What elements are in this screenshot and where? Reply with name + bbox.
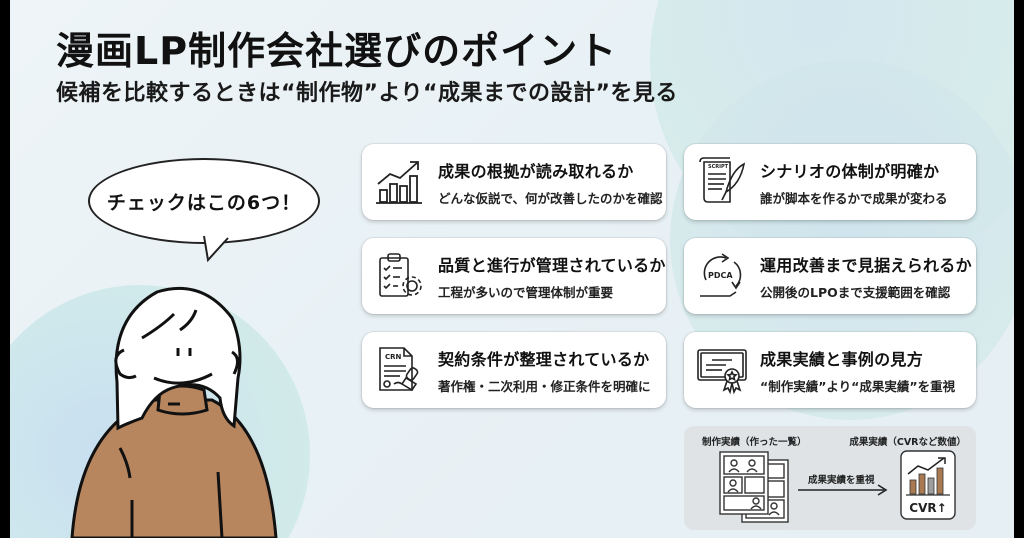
speech-bubble-tail: [203, 234, 230, 263]
contract-stamp-icon: CRN: [379, 347, 419, 392]
card-heading: シナリオの体制が明確か: [760, 161, 940, 181]
card-description: 著作権・二次利用・修正条件を明確に: [438, 378, 651, 394]
card-description: どんな仮説で、何が改善したのかを確認: [438, 190, 663, 206]
page-title: 漫画LP制作会社選びのポイント: [56, 29, 618, 73]
speech-bubble: チェックはこの6つ！: [88, 158, 320, 244]
page-subtitle: 候補を比較するときは“制作物”より“成果までの設計”を見る: [56, 81, 678, 106]
card-description: 工程が多いので管理体制が重要: [438, 284, 614, 300]
girl-illustration: [70, 286, 278, 538]
pdca-cycle-icon: PDCA: [700, 253, 742, 297]
card-description: 公開後のLPOまで支援範囲を確認: [760, 284, 951, 300]
card-description: 誰が脚本を作るかで成果が変わる: [760, 190, 948, 206]
card-description: “制作実績”より“成果実績”を重視: [760, 378, 956, 394]
svg-text:CVR↑: CVR↑: [909, 501, 946, 515]
cvr-chart-card: CVR↑: [900, 450, 956, 520]
checkpoint-card-operations: PDCA 運用改善まで見据えられるか 公開後のLPOまで支援範囲を確認: [684, 238, 976, 314]
checkpoint-card-quality: 品質と進行が管理されているか 工程が多いので管理体制が重要: [362, 238, 666, 314]
checkpoint-card-contract: CRN 契約条件が整理されているか 著作権・二次利用・修正条件を明確に: [362, 332, 666, 408]
card-heading: 品質と進行が管理されているか: [438, 255, 666, 275]
speech-bubble-text: チェックはこの6つ！: [106, 191, 302, 214]
card-heading: 運用改善まで見据えられるか: [760, 255, 972, 275]
comparison-left-label: 制作実績（作った一覧）: [702, 437, 807, 448]
checkpoint-card-results-basis: 成果の根拠が読み取れるか どんな仮説で、何が改善したのかを確認: [362, 144, 666, 220]
svg-text:PDCA: PDCA: [708, 271, 733, 280]
comic-pages-icon: [719, 451, 789, 523]
card-heading: 成果の根拠が読み取れるか: [438, 161, 634, 181]
checkpoint-card-scenario: SCRIPT シナリオの体制が明確か 誰が脚本を作るかで成果が変わる: [684, 144, 976, 220]
arrow-label: 成果実績を重視: [808, 475, 875, 486]
comparison-right-label: 成果実績（CVRなど数値）: [849, 437, 966, 448]
right-arrow-icon: [798, 484, 888, 496]
card-heading: 成果実績と事例の見方: [760, 349, 924, 369]
script-quill-icon: SCRIPT: [699, 157, 746, 203]
growth-chart-icon: [376, 161, 422, 204]
cvr-growth-chart-icon: CVR↑: [900, 450, 956, 520]
svg-text:SCRIPT: SCRIPT: [708, 164, 729, 170]
infographic-canvas: 漫画LP制作会社選びのポイント 候補を比較するときは“制作物”より“成果までの設…: [10, 0, 1014, 538]
clipboard-gear-icon: [379, 253, 422, 297]
card-heading: 契約条件が整理されているか: [438, 349, 650, 369]
comparison-panel: 制作実績（作った一覧） 成果実績（CVRなど数値） 成果実績を重視: [684, 426, 976, 530]
certificate-award-icon: [697, 349, 747, 395]
svg-text:CRN: CRN: [385, 353, 402, 361]
checkpoint-card-track-record: 成果実績と事例の見方 “制作実績”より“成果実績”を重視: [684, 332, 976, 408]
